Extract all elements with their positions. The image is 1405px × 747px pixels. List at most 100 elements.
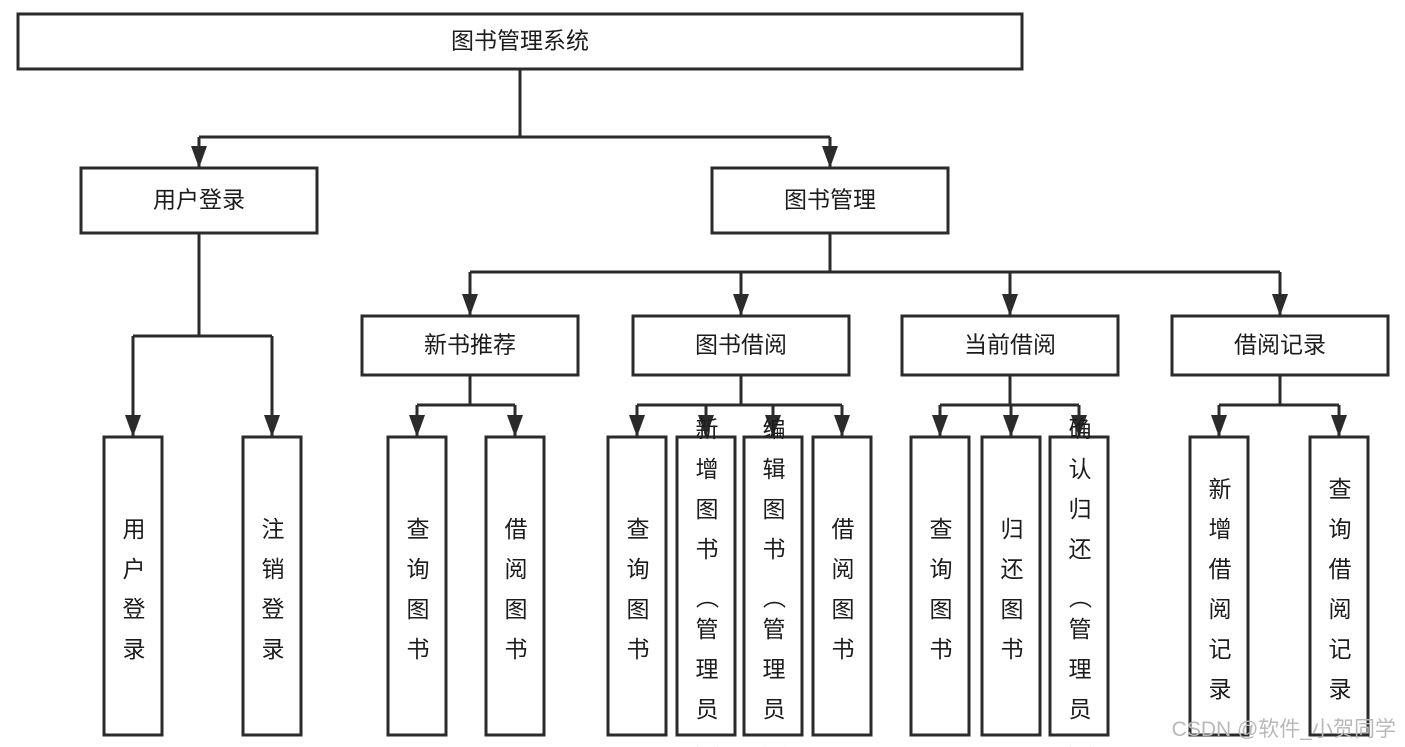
node-label-char: 归 [1069, 496, 1092, 522]
node-n-current-borrow[interactable]: 当前借阅 [900, 314, 1120, 377]
node-label-char: 注 [262, 516, 285, 542]
node-label-char: 录 [123, 636, 146, 662]
node-label-char: （ [694, 586, 720, 609]
arrow-head [462, 294, 478, 316]
node-box [631, 314, 851, 377]
node-label-char: 询 [1329, 516, 1352, 542]
node-label-char: 图 [696, 496, 719, 522]
node-label-char: 询 [627, 556, 650, 582]
arrow-head [698, 415, 714, 437]
arrow-head [733, 294, 749, 316]
arrow-head [1003, 415, 1019, 437]
arrow-head [1331, 415, 1347, 437]
node-label-char: 编 [763, 416, 786, 442]
node-label-char: 图 [930, 596, 953, 622]
node-label-char: 书 [763, 536, 786, 562]
node-label-char: 管 [1069, 616, 1092, 642]
node-box [980, 435, 1042, 737]
node-label-char: 确 [1069, 416, 1092, 442]
node-label-char: 登 [123, 596, 146, 622]
node-label-char: 户 [123, 556, 146, 582]
node-label-char: 理 [763, 656, 786, 682]
node-label-char: 查 [627, 516, 650, 542]
arrow-head [1211, 415, 1227, 437]
node-label-char: 书 [505, 636, 528, 662]
node-label-char: 理 [1069, 656, 1092, 682]
node-n-book-borrow[interactable]: 图书借阅 [631, 314, 851, 377]
node-n-borrow-record[interactable]: 借阅记录 [1170, 314, 1390, 377]
node-label-char: 图 [627, 596, 650, 622]
node-label-char: 还 [1001, 556, 1024, 582]
node-box [360, 314, 580, 377]
node-box [102, 435, 164, 737]
node-box [909, 435, 971, 737]
node-label-char: 新 [696, 416, 719, 442]
node-label-char: 图 [505, 596, 528, 622]
node-n-book-mgmt[interactable]: 图书管理 [710, 166, 950, 235]
node-box [675, 435, 737, 737]
connector-layer [125, 69, 1347, 437]
node-label-char: 书 [696, 536, 719, 562]
arrow-head [932, 415, 948, 437]
node-n-user-login[interactable]: 用户登录 [79, 166, 319, 235]
node-label-char: 销 [262, 556, 285, 582]
node-label-char: 查 [1329, 476, 1352, 502]
node-label: 借阅记录 [1234, 332, 1326, 358]
node-label-char: 阅 [832, 556, 855, 582]
arrow-head [629, 415, 645, 437]
node-root[interactable]: 图书管理系统 [16, 12, 1024, 71]
node-label: 用户登录 [153, 187, 245, 213]
node-label-char: 录 [262, 636, 285, 662]
node-box [710, 166, 950, 235]
node-label-char: 询 [407, 556, 430, 582]
node-label-char: 阅 [1329, 596, 1352, 622]
node-label-char: ） [1067, 746, 1093, 747]
node-label-char: 登 [262, 596, 285, 622]
node-label-char: 查 [407, 516, 430, 542]
node-label-char: 管 [696, 616, 719, 642]
node-box [241, 435, 303, 737]
node-label-char: 辑 [763, 456, 786, 482]
node-label-char: 查 [930, 516, 953, 542]
node-label-char: 管 [763, 616, 786, 642]
node-label-char: 理 [696, 656, 719, 682]
node-n-new-book-rec[interactable]: 新书推荐 [360, 314, 580, 377]
node-label-char: 询 [930, 556, 953, 582]
node-label-char: 录 [1209, 676, 1232, 702]
node-label-char: 员 [763, 696, 786, 722]
node-label-char: 还 [1069, 536, 1092, 562]
node-label-char: 书 [627, 636, 650, 662]
arrow-head [1002, 294, 1018, 316]
node-box [1188, 435, 1250, 737]
node-label-char: ） [694, 746, 720, 747]
arrow-head [1071, 415, 1087, 437]
node-label-char: 书 [1001, 636, 1024, 662]
node-box [742, 435, 804, 737]
node-label-char: 新 [1209, 476, 1232, 502]
csdn-watermark: CSDN @软件_小贺同学 [1172, 718, 1396, 741]
node-label-char: 借 [1329, 556, 1352, 582]
node-label-char: 员 [696, 696, 719, 722]
arrow-head [191, 146, 207, 168]
node-label-char: 借 [1209, 556, 1232, 582]
node-label-char: 书 [407, 636, 430, 662]
node-box [1308, 435, 1370, 737]
node-leaf-user-login[interactable]: 用户登录 [102, 435, 164, 737]
arrow-head [822, 146, 838, 168]
node-label-char: 阅 [505, 556, 528, 582]
node-label-char: 用 [123, 516, 146, 542]
node-label-char: 阅 [1209, 596, 1232, 622]
